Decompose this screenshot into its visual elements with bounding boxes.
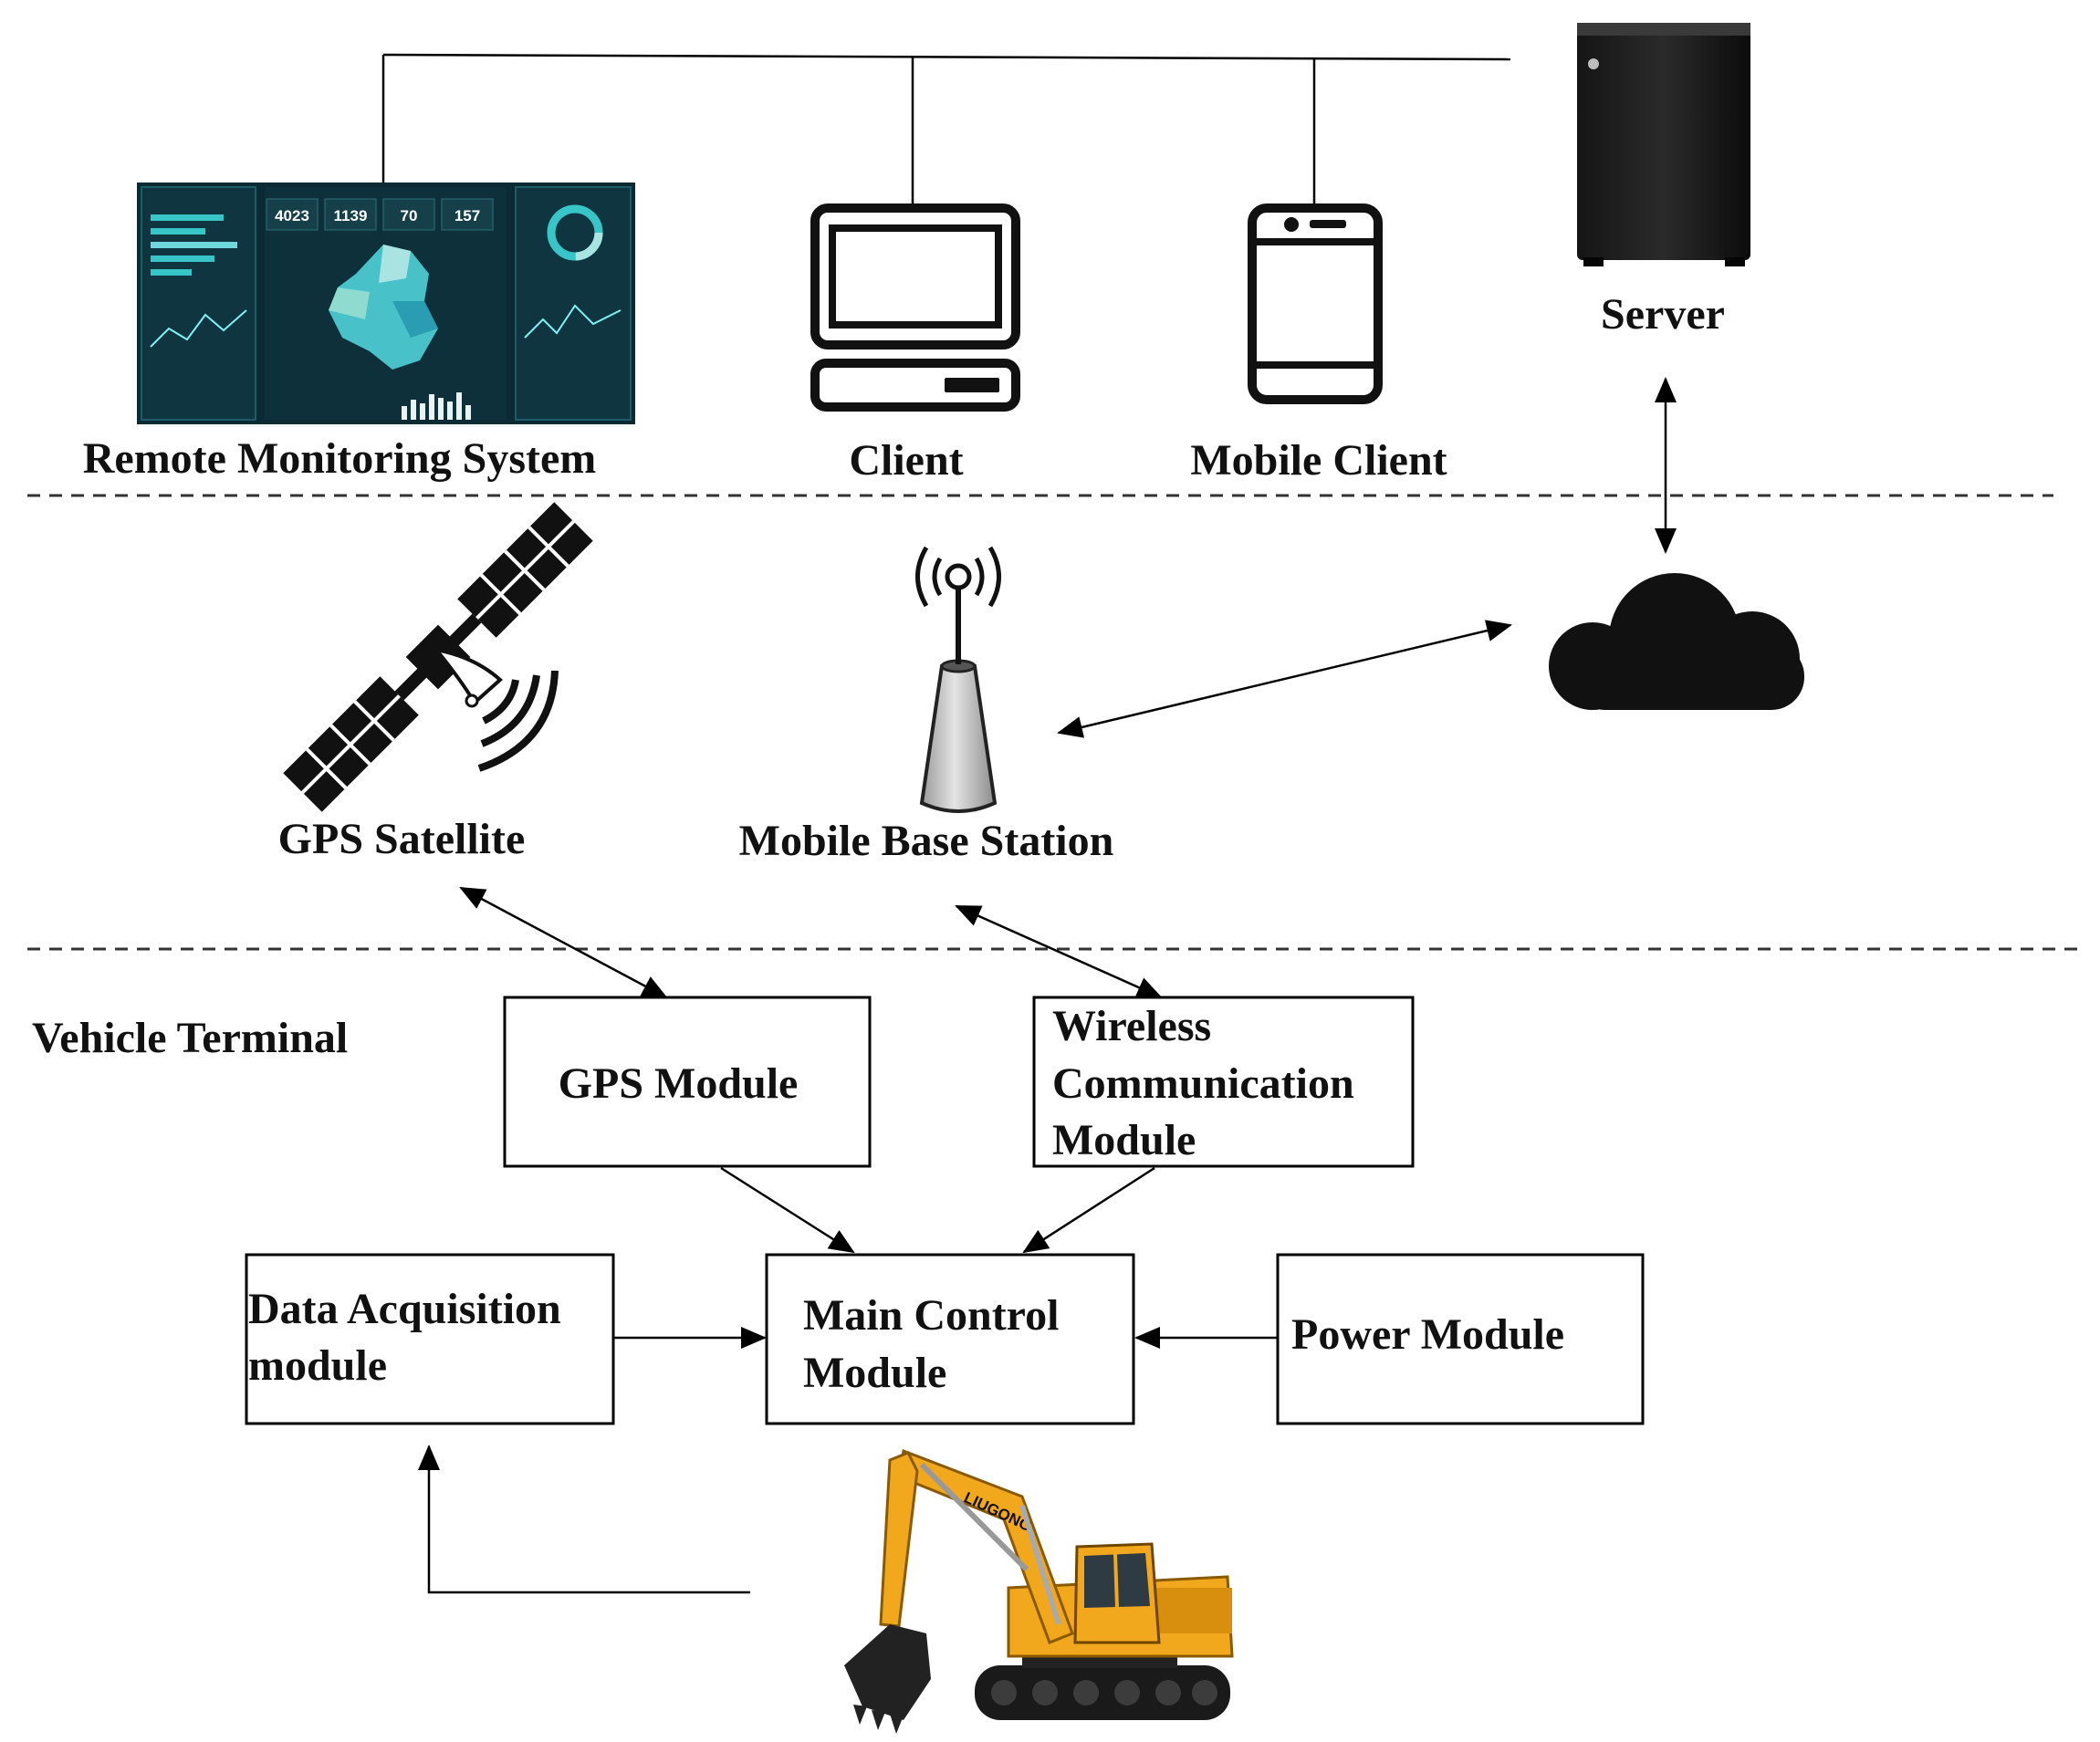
wireless-module-box xyxy=(1032,996,1415,1168)
dashboard-screen-icon: 4023 1139 70 157 xyxy=(137,183,635,424)
server-icon xyxy=(1577,23,1750,266)
power-module-label: Power Module xyxy=(1291,1310,1564,1359)
gps-module-box xyxy=(503,996,872,1168)
network-bus xyxy=(381,53,1511,205)
mobile-client-label: Mobile Client xyxy=(1190,436,1447,485)
gps-module-label: GPS Module xyxy=(559,1059,799,1108)
remote-monitoring-label: Remote Monitoring System xyxy=(83,434,597,483)
gps-satellite-label: GPS Satellite xyxy=(278,815,526,863)
desktop-computer-icon xyxy=(810,203,1020,412)
wireless-module-line-2: Communication xyxy=(1052,1059,1354,1108)
dashboard-stat-2: 1139 xyxy=(334,207,368,224)
base-station-label: Mobile Base Station xyxy=(739,817,1114,865)
data-acquisition-line-2: module xyxy=(248,1341,387,1390)
dashboard-stat-1: 4023 xyxy=(275,207,309,224)
cloud-icon xyxy=(1549,573,1804,710)
connector-arrows xyxy=(418,886,1278,1594)
main-control-line-2: Module xyxy=(803,1349,946,1397)
main-control-line-1: Main Control xyxy=(803,1291,1059,1340)
wireless-module-line-3: Module xyxy=(1052,1116,1196,1164)
dashboard-stat-3: 70 xyxy=(401,207,418,224)
vehicle-terminal-label: Vehicle Terminal xyxy=(32,1014,348,1062)
server-label: Server xyxy=(1601,290,1725,339)
cell-tower-icon xyxy=(915,546,1001,813)
gps-satellite-icon xyxy=(283,502,593,812)
excavator-icon: LIUGONG xyxy=(844,1448,1234,1734)
main-control-box xyxy=(765,1253,1135,1425)
client-label: Client xyxy=(849,436,963,485)
wireless-module-line-1: Wireless xyxy=(1052,1002,1211,1050)
mobile-phone-icon xyxy=(1248,203,1383,404)
dashboard-stat-4: 157 xyxy=(454,207,480,224)
power-module-box xyxy=(1276,1253,1645,1425)
base-station-cloud-arrow xyxy=(1057,620,1512,738)
data-acquisition-line-1: Data Acquisition xyxy=(248,1285,561,1333)
data-acquisition-box xyxy=(245,1253,615,1425)
